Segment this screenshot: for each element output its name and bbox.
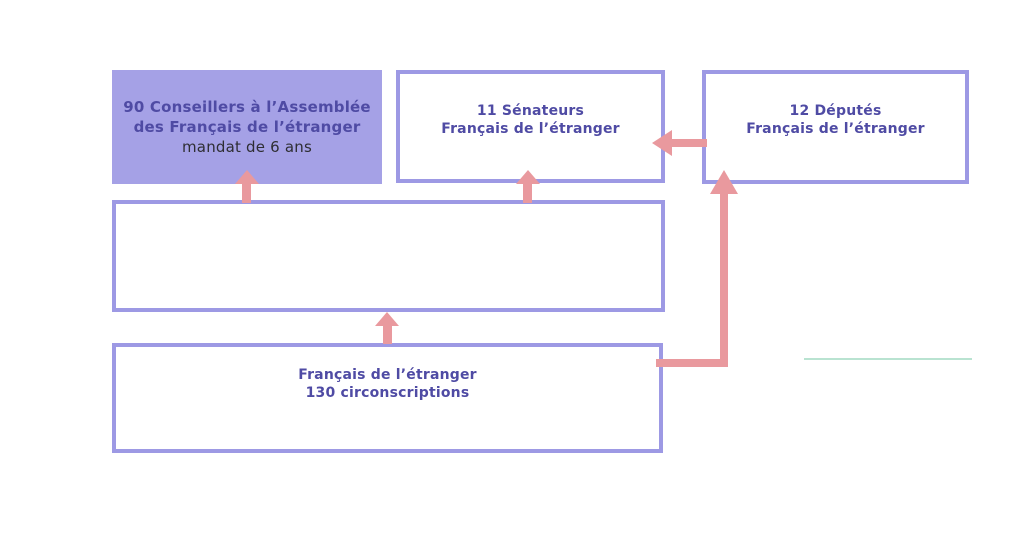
- middle-box: [112, 200, 665, 312]
- up-arrow-to-senateurs-head: [516, 170, 540, 184]
- green-divider-line: [804, 358, 972, 360]
- left-arrow-head: [652, 130, 672, 156]
- up-arrow-to-middle-shaft: [383, 325, 392, 344]
- electeurs-line2: 130 circonscriptions: [305, 385, 470, 401]
- up-arrow-to-conseillers-head: [235, 170, 259, 184]
- senateurs-label: 11 Sénateurs Français de l’étranger: [441, 102, 620, 138]
- conseillers-line1: 90 Conseillers à l’Assemblée: [123, 98, 371, 116]
- left-arrow-shaft: [672, 139, 707, 147]
- electeurs-label: Français de l’étranger 130 circonscripti…: [298, 366, 477, 402]
- deputes-line2: Français de l’étranger: [746, 121, 925, 137]
- elbow-arrow-head: [710, 170, 738, 194]
- senateurs-line1: 11 Sénateurs: [476, 102, 585, 119]
- conseillers-mandate: mandat de 6 ans: [181, 138, 313, 156]
- conseillers-label: 90 Conseillers à l’Assemblée des Françai…: [123, 97, 371, 157]
- elbow-arrow-horizontal-shaft: [656, 359, 728, 367]
- senateurs-box: 11 Sénateurs Français de l’étranger: [396, 70, 665, 183]
- deputes-label: 12 Députés Français de l’étranger: [746, 102, 925, 138]
- up-arrow-to-conseillers-shaft: [242, 182, 251, 203]
- deputes-line1: 12 Députés: [789, 103, 882, 119]
- deputes-box: 12 Députés Français de l’étranger: [702, 70, 969, 184]
- up-arrow-to-senateurs-shaft: [523, 182, 532, 203]
- conseillers-line2: des Français de l’étranger: [133, 118, 361, 136]
- electeurs-line1: Français de l’étranger: [298, 367, 477, 383]
- senateurs-line2: Français de l’étranger: [441, 120, 620, 137]
- elbow-arrow-vertical-shaft: [720, 192, 728, 367]
- electeurs-box: Français de l’étranger 130 circonscripti…: [112, 343, 663, 453]
- conseillers-box: 90 Conseillers à l’Assemblée des Françai…: [112, 70, 382, 184]
- up-arrow-to-middle-head: [375, 312, 399, 326]
